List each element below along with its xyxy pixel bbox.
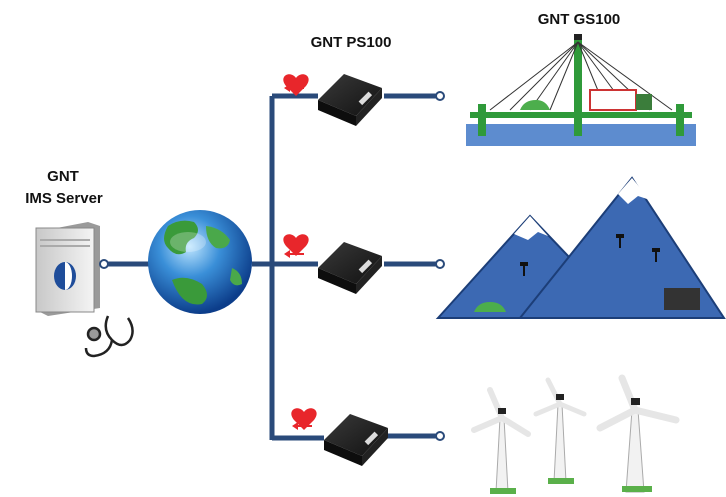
stethoscope-icon	[84, 315, 134, 358]
port-turbines	[435, 431, 445, 441]
ps100-label: GNT PS100	[310, 34, 392, 51]
bus-lines	[252, 93, 440, 441]
device-icon	[318, 242, 382, 294]
globe-icon	[148, 210, 252, 314]
server-label-line2: IMS Server	[25, 190, 103, 207]
heart-icon	[283, 74, 309, 96]
heart-icon	[291, 408, 317, 430]
wind-turbine-icon	[596, 374, 680, 493]
device-icon	[318, 74, 382, 126]
gs100-label: GNT GS100	[537, 11, 621, 28]
port-mountain	[435, 259, 445, 269]
mountain-icon	[435, 176, 726, 319]
bridge-icon	[466, 34, 696, 146]
server-label-line1: GNT	[47, 168, 79, 185]
device-icon	[324, 414, 388, 466]
heart-icon	[283, 234, 309, 258]
port-bridge	[435, 91, 445, 101]
server-port	[99, 259, 109, 269]
wind-turbine-icon	[533, 377, 587, 484]
server-icon	[35, 222, 100, 316]
wind-turbine-icon	[471, 387, 531, 494]
